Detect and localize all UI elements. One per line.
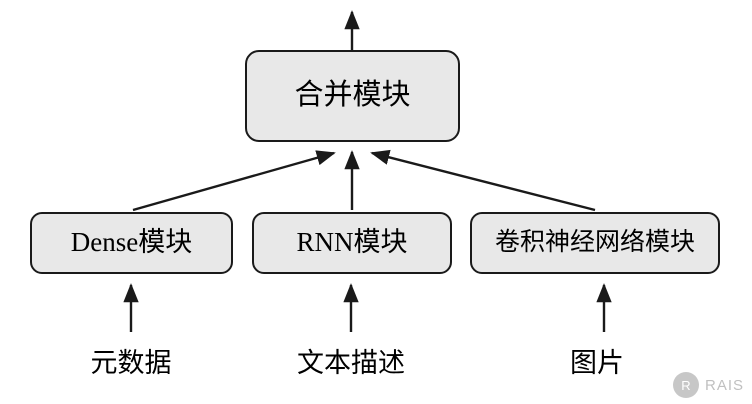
node-rnn-module: RNN模块 (252, 212, 452, 274)
watermark-badge-icon: R (672, 372, 699, 398)
node-merge-module: 合并模块 (245, 50, 460, 142)
input-label-metadata: 元数据 (90, 348, 172, 378)
edge-dense-to-merge (132, 150, 336, 212)
edge-cnn-to-merge (370, 149, 596, 212)
node-dense-module: Dense模块 (30, 212, 233, 274)
input-label-text: 文本描述 (297, 348, 405, 378)
node-rnn-label: RNN模块 (296, 227, 408, 258)
node-dense-label: Dense模块 (70, 227, 193, 258)
watermark-text: RAIS (704, 376, 744, 394)
node-merge-label: 合并模块 (294, 79, 411, 112)
node-cnn-module: 卷积神经网络模块 (470, 212, 720, 274)
watermark: R RAIS (672, 372, 744, 398)
node-cnn-label: 卷积神经网络模块 (494, 229, 695, 257)
input-label-image: 图片 (570, 348, 624, 378)
